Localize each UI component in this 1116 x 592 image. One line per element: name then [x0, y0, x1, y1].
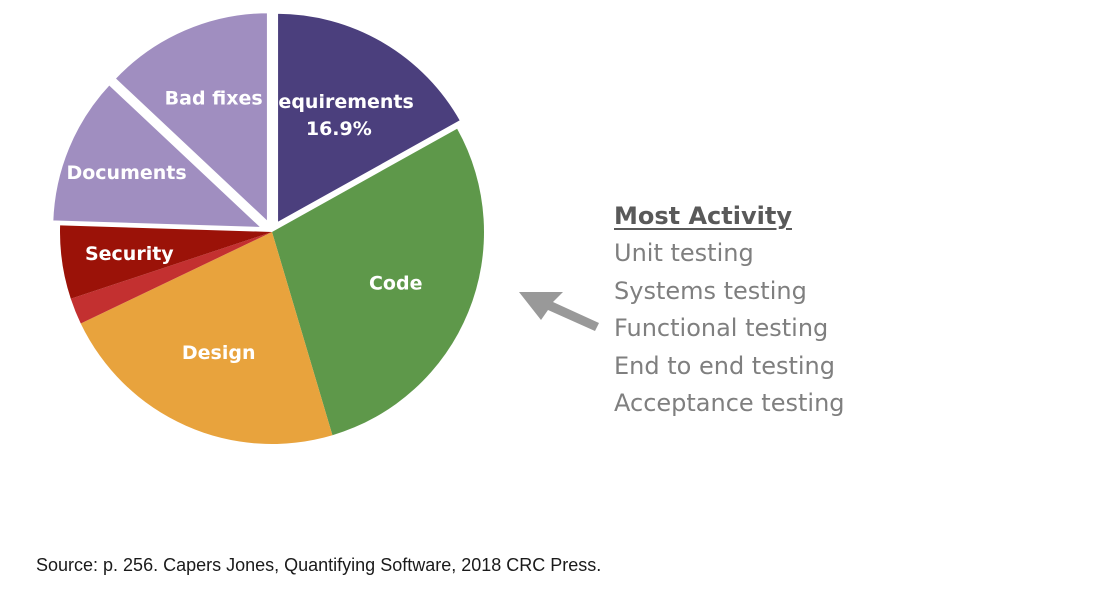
activity-heading: Most Activity: [614, 202, 792, 230]
slice-label-code: Code: [369, 272, 422, 294]
pie-slice-design: [80, 232, 333, 444]
pie-slice-documents: [50, 81, 268, 231]
pie-slice-code: [272, 128, 484, 436]
activity-panel: Most Activity Unit testing Systems testi…: [614, 198, 914, 423]
slice-name: Requirements: [264, 91, 414, 113]
source-note: Source: p. 256. Capers Jones, Quantifyin…: [36, 555, 602, 575]
slice-value: 16.9%: [306, 118, 372, 140]
activity-item: Functional testing: [614, 314, 829, 342]
arrow-shape: [519, 292, 599, 331]
pie-slice-unlabeled: [70, 232, 272, 324]
pie-slice-bad-fixes: [111, 10, 270, 228]
pie-slice-security: [60, 225, 272, 299]
slice-label-bad-fixes: Bad fixes: [165, 87, 263, 109]
activity-list: Unit testing Systems testing Functional …: [614, 235, 914, 423]
activity-item: End to end testing: [614, 351, 836, 380]
slice-label-design: Design: [182, 342, 256, 364]
slice-label-documents: Documents: [66, 162, 186, 184]
activity-item: Acceptance testing: [614, 389, 845, 417]
slice-label-security: Security: [85, 243, 174, 265]
arrow-left-icon: [519, 292, 599, 331]
activity-item: Systems testing: [614, 276, 807, 305]
activity-item: Unit testing: [614, 239, 754, 267]
slice-label-requirements: Requirements 16.9%: [264, 91, 414, 140]
pie-slice-requirements: [275, 10, 464, 227]
